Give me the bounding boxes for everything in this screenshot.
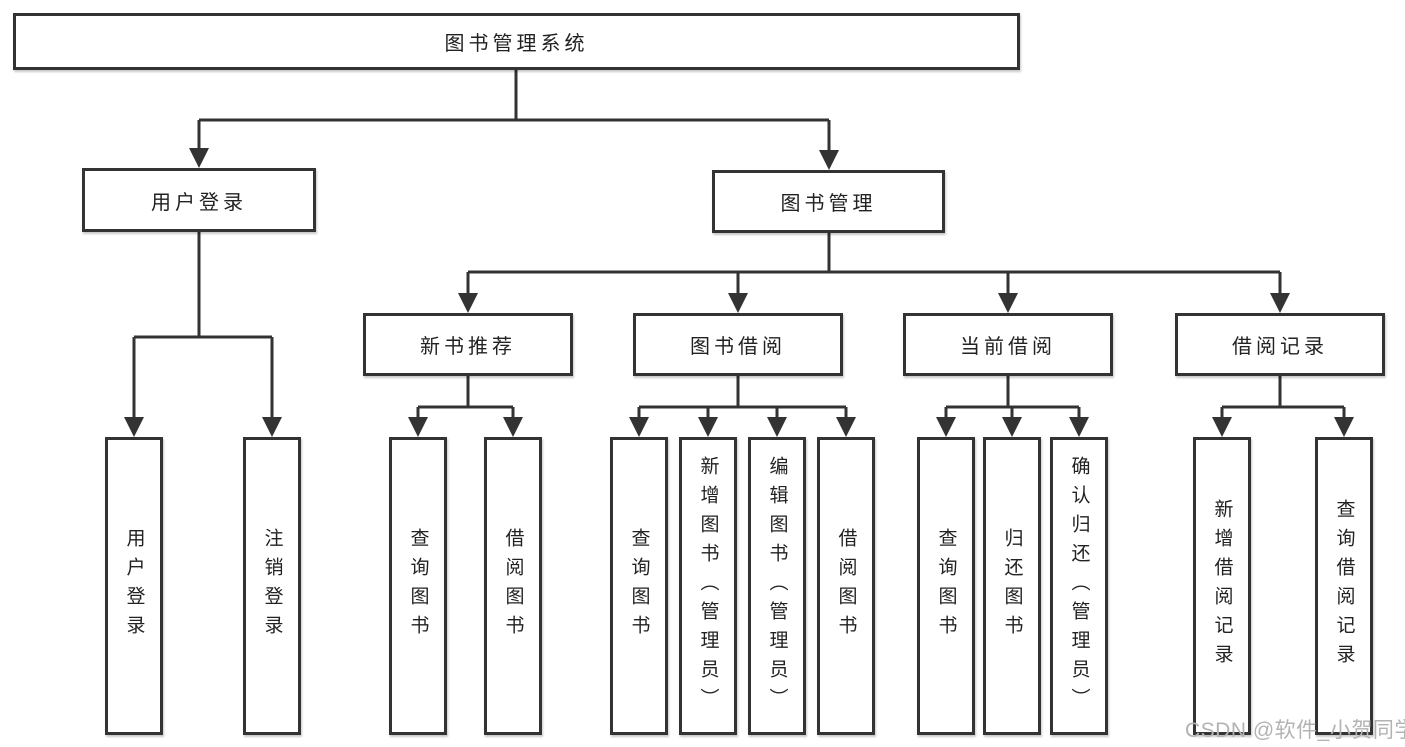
leaf-query-borrow-record-label: 查询借阅记录 (1333, 499, 1355, 673)
leaf-borrow-books-recommend-label: 借阅图书 (502, 528, 524, 644)
node-root-system: 图书管理系统 (13, 13, 1020, 70)
csdn-watermark: CSDN @软件_小贺同学 (1185, 719, 1405, 742)
leaf-user-login: 用户登录 (105, 437, 163, 735)
leaf-edit-books-admin-label: 编辑图书（管理员） (766, 455, 788, 717)
node-user-login: 用户登录 (82, 168, 316, 232)
arrowheads (124, 148, 1354, 437)
leaf-query-books-current: 查询图书 (917, 437, 975, 735)
node-user-login-label: 用户登录 (151, 191, 247, 214)
leaf-confirm-return-admin-label: 确认归还（管理员） (1068, 455, 1090, 717)
node-new-book-recommend-label: 新书推荐 (420, 336, 516, 358)
leaf-query-borrow-record: 查询借阅记录 (1315, 437, 1373, 735)
node-borrow-records-label: 借阅记录 (1232, 336, 1328, 358)
leaf-edit-books-admin: 编辑图书（管理员） (748, 437, 806, 735)
leaf-return-books: 归还图书 (983, 437, 1041, 735)
node-root-label: 图书管理系统 (444, 33, 589, 55)
leaf-add-borrow-record-label: 新增借阅记录 (1211, 499, 1233, 673)
leaf-add-books-admin: 新增图书（管理员） (679, 437, 737, 735)
leaf-return-books-label: 归还图书 (1001, 528, 1023, 644)
leaf-user-login-label: 用户登录 (123, 528, 145, 644)
node-book-management-label: 图书管理 (780, 193, 877, 215)
arrowhead-book-mgmt (819, 150, 839, 170)
leaf-query-books-borrow-label: 查询图书 (628, 528, 650, 644)
leaf-query-books-recommend: 查询图书 (389, 437, 447, 735)
leaf-logout-label: 注销登录 (261, 528, 283, 644)
arrowhead-user-login (189, 148, 209, 168)
node-current-borrow: 当前借阅 (903, 313, 1113, 376)
leaf-confirm-return-admin: 确认归还（管理员） (1050, 437, 1108, 735)
leaf-query-books-current-label: 查询图书 (935, 528, 957, 644)
node-book-borrow-label: 图书借阅 (690, 336, 786, 358)
leaf-borrow-books-label: 借阅图书 (835, 528, 857, 644)
leaf-borrow-books: 借阅图书 (817, 437, 875, 735)
node-borrow-records: 借阅记录 (1175, 313, 1385, 376)
leaf-query-books-borrow: 查询图书 (610, 437, 668, 735)
leaf-add-borrow-record: 新增借阅记录 (1193, 437, 1251, 735)
leaf-borrow-books-recommend: 借阅图书 (484, 437, 542, 735)
leaf-add-books-admin-label: 新增图书（管理员） (697, 455, 719, 717)
node-book-borrow: 图书借阅 (633, 313, 843, 376)
node-current-borrow-label: 当前借阅 (960, 336, 1056, 358)
node-new-book-recommend: 新书推荐 (363, 313, 573, 376)
leaf-query-books-recommend-label: 查询图书 (407, 528, 429, 644)
leaf-logout: 注销登录 (243, 437, 301, 735)
node-book-management: 图书管理 (712, 170, 945, 233)
